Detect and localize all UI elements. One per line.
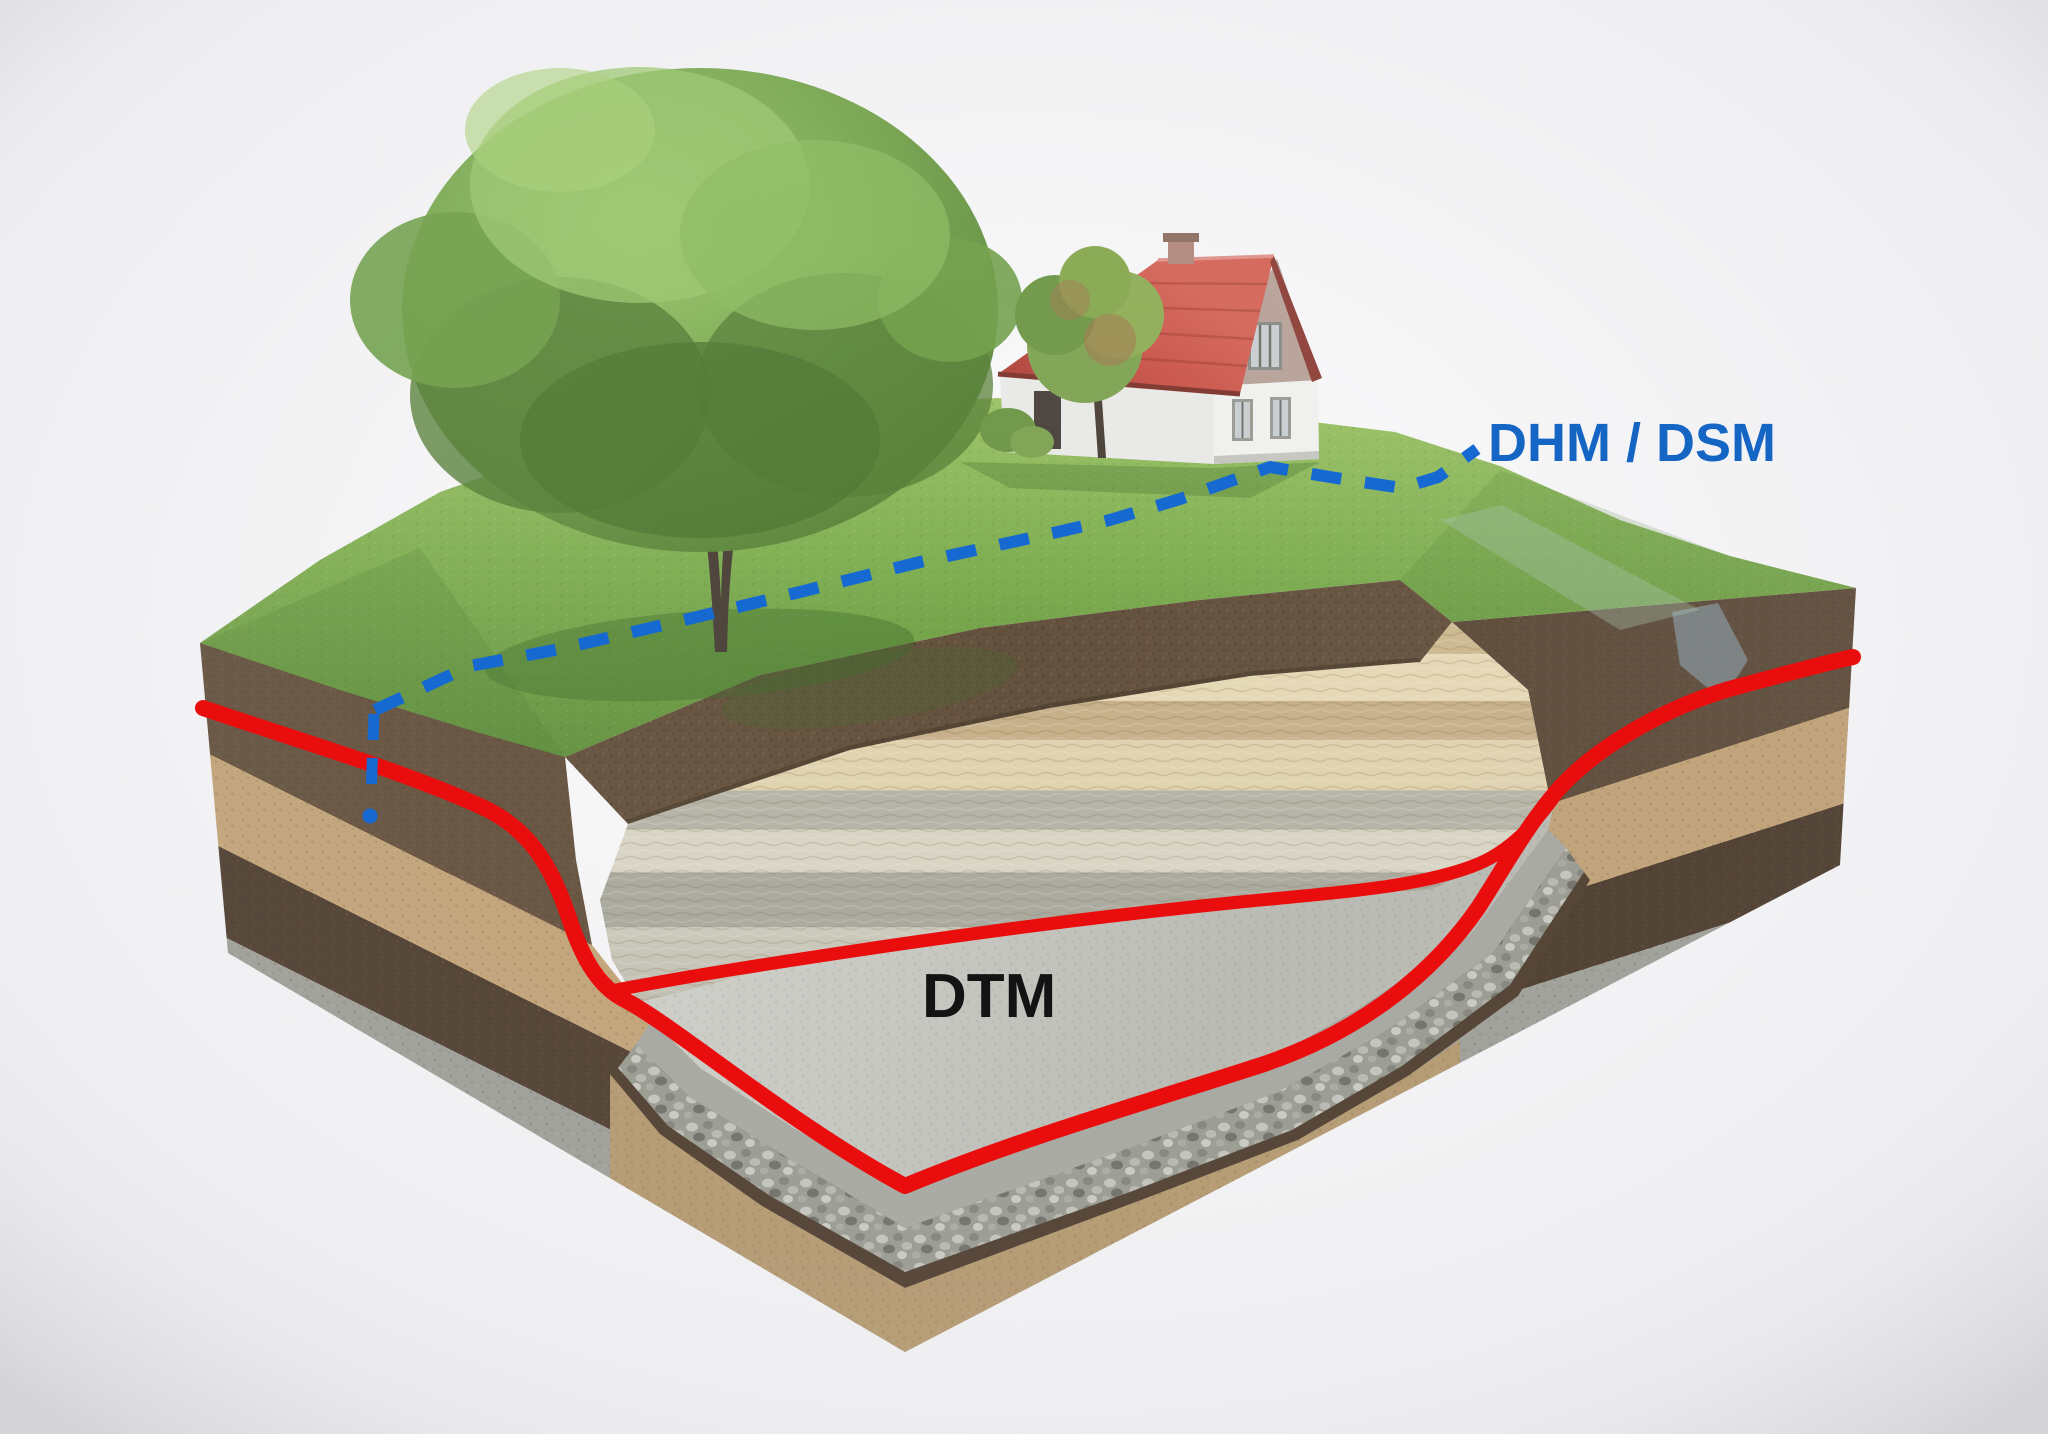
dtm-label: DTM (922, 962, 1056, 1031)
dsm-label: DHM / DSM (1488, 413, 1776, 473)
dtm-line-back-edge (609, 787, 1563, 997)
dtm-line (195, 649, 1861, 1194)
dsm-end-dot (362, 808, 378, 824)
dtm-line-main (195, 649, 1861, 1194)
dsm-dashed-line (372, 444, 1481, 716)
dsm-vertical-dots (365, 713, 380, 797)
dsm-line (362, 444, 1481, 824)
